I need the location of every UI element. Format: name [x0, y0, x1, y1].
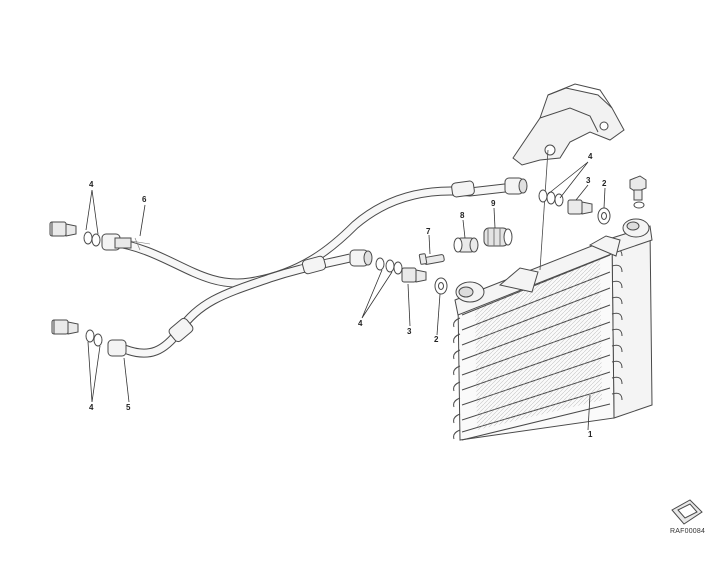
callout-leader-lines [85, 161, 606, 431]
grommet-9 [483, 227, 513, 247]
left-fitting-upper [49, 221, 101, 247]
left-fitting-lower [51, 319, 103, 347]
callout-9: 9 [491, 199, 496, 208]
reference-icon [671, 499, 703, 525]
callout-1: 1 [588, 430, 593, 439]
bolt-7 [418, 253, 445, 265]
callout-4: 4 [358, 319, 363, 328]
drain-plug [629, 175, 647, 209]
washer-2-left [434, 277, 448, 295]
spacer-8 [453, 237, 479, 253]
callout-2: 2 [434, 335, 439, 344]
callout-4: 4 [89, 403, 94, 412]
seal-rings-right [538, 189, 564, 207]
callout-6: 6 [142, 195, 147, 204]
callout-4: 4 [588, 152, 593, 161]
reference-code: RAF00084 [670, 528, 706, 535]
mounting-bracket [512, 83, 625, 271]
union-fitting-3-left [401, 267, 427, 283]
lower-oil-hose [107, 249, 373, 358]
callout-3: 3 [407, 327, 412, 336]
callout-4: 4 [89, 180, 94, 189]
oil-cooler-radiator [453, 218, 653, 441]
callout-2: 2 [602, 179, 607, 188]
union-fitting-3-right [567, 199, 593, 215]
callout-8: 8 [460, 211, 465, 220]
callout-3: 3 [586, 176, 591, 185]
washer-2-right [597, 207, 611, 225]
callout-5: 5 [126, 403, 131, 412]
seal-rings-middle [375, 257, 403, 275]
callout-7: 7 [426, 227, 431, 236]
